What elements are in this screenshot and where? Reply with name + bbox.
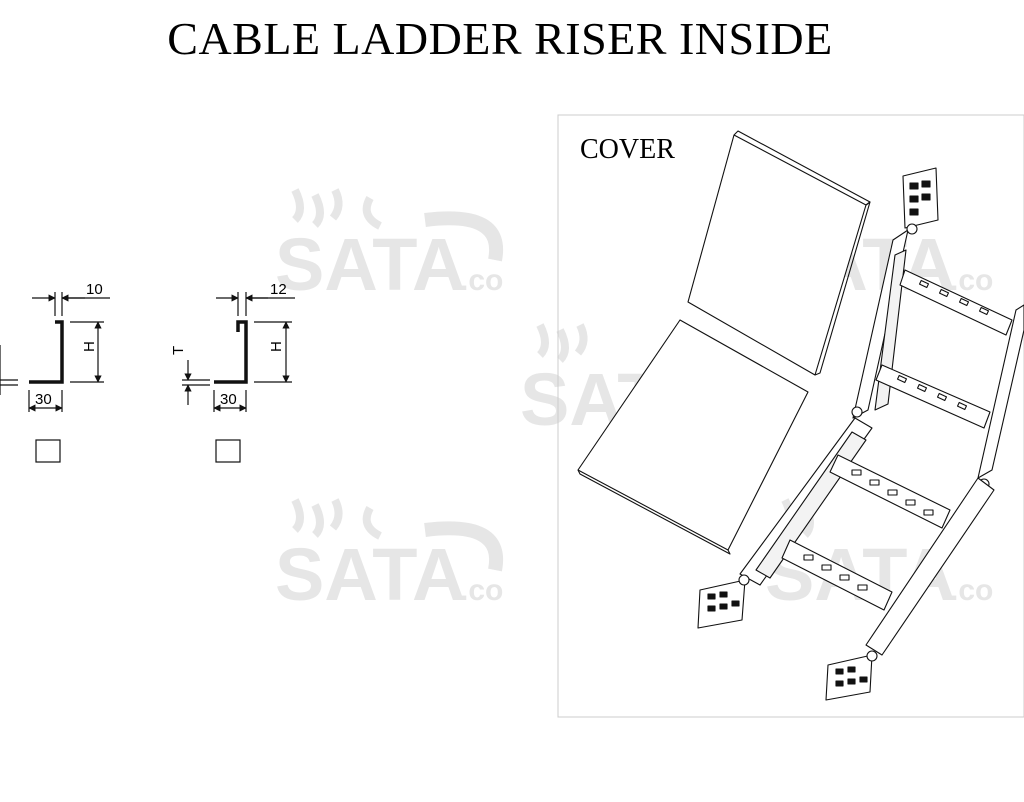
watermark-brand: SATA — [275, 223, 465, 306]
profile-1-section — [0, 292, 110, 463]
watermark-suffix: .co — [460, 574, 503, 607]
watermark-logo: SATA .co — [275, 498, 503, 616]
profile-2-base-dimension: 30 — [220, 391, 237, 408]
profile-2-checkbox — [215, 439, 241, 463]
watermark-suffix: .co — [460, 264, 503, 297]
profile-1-checkbox — [35, 439, 61, 463]
upper-right-rail — [977, 304, 1024, 479]
illustration-panel — [557, 114, 1024, 718]
profile-2-thickness-label: T — [170, 346, 187, 355]
lower-right-rail — [865, 477, 995, 656]
watermark-logo: SATA .co — [275, 188, 503, 306]
profile-1-lip-dimension: 10 — [86, 281, 103, 298]
profile-2-height-label: H — [268, 341, 285, 352]
lower-rungs — [781, 454, 951, 611]
upper-rungs — [875, 269, 1013, 429]
profile-1-height-label: H — [81, 341, 98, 352]
hinge — [906, 223, 918, 235]
profile-2-section — [182, 292, 295, 463]
hinge — [851, 406, 863, 418]
profile-1-base-dimension: 30 — [35, 391, 52, 408]
riser-illustration — [577, 130, 1024, 701]
top-bracket — [902, 167, 939, 229]
watermark-brand: SATA — [275, 533, 465, 616]
cover-label: COVER — [580, 134, 675, 165]
watermark-suffix: .co — [950, 574, 993, 607]
profile-2-lip-dimension: 12 — [270, 281, 287, 298]
watermark-suffix: .co — [950, 264, 993, 297]
bottom-right-bracket — [825, 654, 873, 701]
page-title: CABLE LADDER RISER INSIDE — [167, 13, 833, 64]
cover-plate-lower — [577, 319, 809, 551]
